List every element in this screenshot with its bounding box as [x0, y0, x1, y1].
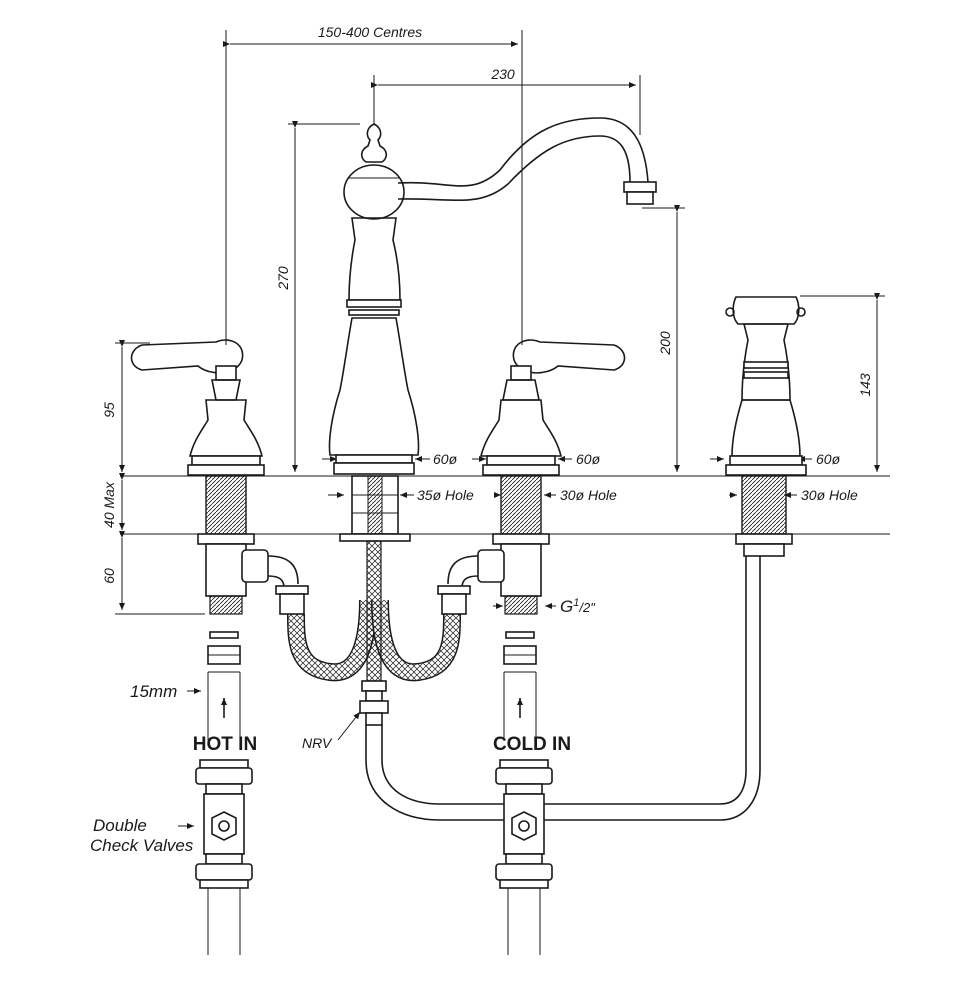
label-handle-height: 95: [101, 402, 117, 418]
label-tail-length: 60: [101, 568, 117, 584]
rinse-spray: [725, 296, 807, 557]
label-cold-in: COLD IN: [493, 734, 571, 755]
label-valves-line2: Check Valves: [90, 836, 194, 855]
label-nrv: NRV: [302, 735, 333, 751]
label-spout-height: 200: [657, 331, 673, 356]
hot-supply-line: [195, 631, 253, 955]
hot-valve-body: [130, 339, 265, 615]
dimension-labels: 150-400 Centres 230 270 200 143 95 40 Ma…: [101, 24, 873, 584]
cold-supply-line: [495, 631, 553, 955]
label-pipe-size: 15mm: [130, 682, 177, 701]
label-spout-reach: 230: [490, 66, 515, 82]
label-thread-g: G: [560, 597, 573, 616]
callout-arrows: [178, 456, 812, 829]
dimension-lines: [115, 30, 885, 615]
label-hole-30-cold: 30ø Hole: [560, 487, 617, 503]
label-hole-35: 35ø Hole: [417, 487, 474, 503]
braided-hoses: [241, 540, 761, 821]
kitchen-spout: [328, 117, 657, 542]
label-thread-num: 1: [573, 597, 579, 609]
label-valves-line1: Double: [93, 816, 147, 835]
label-base-60-spout: 60ø: [433, 451, 458, 467]
label-tap-height: 270: [275, 266, 291, 291]
callout-labels: 60ø 60ø 60ø 35ø Hole 30ø Hole 30ø Hole G…: [90, 451, 858, 855]
label-base-60-spray: 60ø: [816, 451, 841, 467]
label-centres: 150-400 Centres: [318, 24, 422, 40]
label-thread-size: G1/2": [560, 597, 596, 616]
label-hole-30-spray: 30ø Hole: [801, 487, 858, 503]
label-base-60-cold: 60ø: [576, 451, 601, 467]
label-spray-height: 143: [857, 373, 873, 397]
label-deck-max: 40 Max: [101, 481, 117, 528]
inlet-labels: HOT IN COLD IN: [193, 734, 571, 755]
label-thread-den: /2": [578, 600, 596, 615]
label-hot-in: HOT IN: [193, 734, 257, 755]
